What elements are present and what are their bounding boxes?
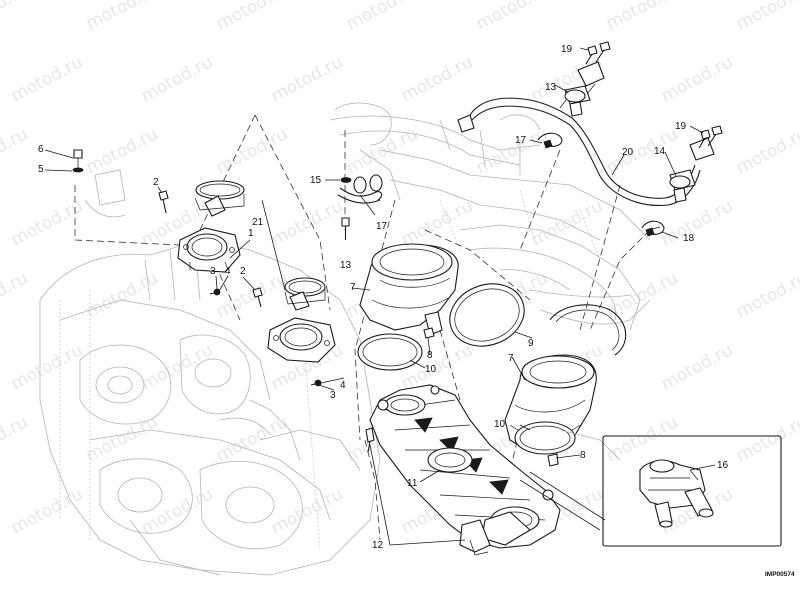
watermark-text: motod.ru: [473, 0, 551, 34]
callout-7a: 7: [350, 282, 356, 293]
callout-12: 12: [372, 540, 384, 551]
callout-9: 9: [528, 338, 534, 349]
callout-11: 11: [407, 478, 418, 489]
sensor-ghost-lines: [519, 429, 621, 531]
watermark-text: motod.ru: [0, 124, 31, 178]
watermark-text: motod.ru: [8, 484, 86, 538]
drawing-code: IMP00574: [765, 571, 795, 578]
callout-21: 21: [252, 217, 264, 228]
watermark-text: motod.ru: [138, 484, 216, 538]
watermark-text: motod.ru: [398, 196, 476, 250]
oring-10-upper: [357, 333, 423, 371]
watermark-text: motod.ru: [733, 268, 800, 322]
bolt-19-lower: [698, 125, 723, 149]
callout-17a: 17: [515, 135, 527, 146]
frame-ghost-outline: [329, 102, 651, 331]
hose-clamp-21-lower: [284, 277, 326, 311]
watermark-text: motod.ru: [733, 412, 800, 466]
screw-3-4-upper: [209, 288, 221, 296]
watermark-text: motod.ru: [0, 268, 31, 322]
callout-8b: 8: [580, 450, 586, 461]
watermark-text: motod.ru: [603, 0, 681, 34]
watermark-text: motod.ru: [0, 412, 31, 466]
callout-2b: 2: [240, 266, 246, 277]
watermark-text: motod.ru: [658, 52, 736, 106]
callout-8a: 8: [427, 350, 433, 361]
callout-5: 5: [38, 164, 44, 175]
injector-13-upper: [559, 85, 591, 117]
bolt-2-upper: [158, 190, 169, 214]
bolt-19-upper: [585, 41, 611, 65]
intake-flange-lower: [267, 317, 336, 363]
callout-19b: 19: [675, 121, 687, 132]
screw-8-upper: [423, 327, 435, 339]
watermark-text: motod.ru: [0, 0, 31, 34]
callout-13a: 13: [545, 82, 557, 93]
callout-18: 17: [376, 221, 388, 232]
clip-17-upper: [537, 132, 563, 149]
hose-clamp-21-upper: [194, 180, 245, 217]
callout-19a: 19: [561, 44, 573, 55]
callout-3b: 3: [330, 390, 336, 401]
callout-1: 1: [248, 228, 254, 239]
callout-7b: 7: [508, 353, 514, 364]
watermark-text: motod.ru: [8, 340, 86, 394]
callout-3a: 3: [210, 266, 216, 277]
callout-6: 6: [38, 144, 44, 155]
callout-17b: 18: [683, 233, 695, 244]
watermark-text: motod.ru: [213, 412, 291, 466]
bolt-2-lower: [252, 287, 263, 308]
inset-box-sensor-15: [602, 435, 782, 547]
bolt-14: [341, 217, 350, 240]
watermark-text: motod.ru: [83, 124, 161, 178]
callout-14: 13: [340, 260, 352, 271]
intake-flange-upper: [177, 227, 241, 273]
intake-horn-7-upper: [359, 243, 459, 336]
watermark-text: motod.ru: [603, 268, 681, 322]
callout-15: 16: [717, 460, 729, 471]
watermark-text: motod.ru: [138, 340, 216, 394]
clip-16-bracket-18: [337, 174, 383, 204]
callout-16: 15: [310, 175, 322, 186]
watermark-text: motod.ru: [213, 124, 291, 178]
watermark-text: motod.ru: [603, 412, 681, 466]
watermark-text: motod.ru: [268, 484, 346, 538]
callout-4b: 4: [340, 380, 346, 391]
watermark-text: motod.ru: [473, 124, 551, 178]
screw-3-4-lower: [310, 379, 322, 387]
leader-lines: [44, 47, 716, 546]
watermark-text: motod.ru: [83, 0, 161, 34]
callout-10a: 10: [425, 364, 437, 375]
watermark-text: motod.ru: [733, 0, 800, 34]
watermark-text: motod.ru: [343, 0, 421, 34]
bolt-6-washer-5: [72, 149, 84, 173]
seal-9-left: [449, 283, 525, 347]
watermark-text: motod.ru: [8, 196, 86, 250]
fuel-line-20: [457, 61, 715, 207]
watermark-text: motod.ru: [658, 340, 736, 394]
watermark-text: motod.ru: [733, 124, 800, 178]
watermark-text: motod.ru: [268, 52, 346, 106]
callout-2a: 2: [153, 177, 159, 188]
seal-9-right: [549, 304, 627, 356]
callout-4a: 4: [225, 266, 231, 277]
throttle-body-11: [365, 384, 561, 556]
watermark-text: motod.ru: [213, 0, 291, 34]
injector-13-lower: [669, 169, 696, 203]
callout-20: 20: [622, 147, 634, 158]
screw-8-lower: [547, 453, 559, 467]
watermark-text: motod.ru: [398, 52, 476, 106]
callout-10b: 10: [494, 419, 506, 430]
callout-labels: 6 5 2 1 21 3 4 2 4 3 15 17 13 7 8 10 9 7…: [38, 44, 729, 551]
callout-13b: 14: [654, 146, 666, 157]
watermark-text: motod.ru: [138, 52, 216, 106]
watermark-text: motod.ru: [268, 196, 346, 250]
watermark-text: motod.ru: [8, 52, 86, 106]
